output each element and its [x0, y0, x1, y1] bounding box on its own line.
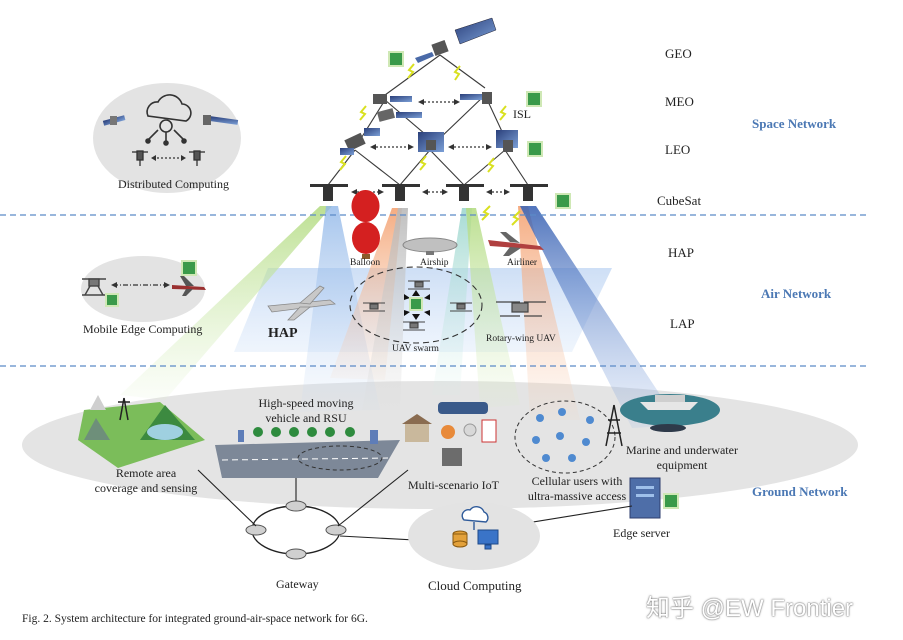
cubesat-icon: [310, 184, 348, 201]
chip-icon: [105, 293, 119, 307]
balloon-icon: [351, 190, 380, 259]
beam-blue-dark: [520, 206, 680, 428]
chip-icon: [527, 141, 543, 157]
hap-craft-label: HAP: [268, 326, 298, 341]
chip-icon: [526, 91, 542, 107]
leo-satellite-icon: [418, 132, 444, 152]
airliner-icon: [172, 276, 206, 296]
iot-label: Multi-scenario IoT: [408, 478, 499, 492]
space-network-label: Space Network: [752, 116, 837, 131]
marine-label: Marine and underwater equipment: [626, 443, 738, 472]
hap-aircraft-icon: [267, 285, 336, 321]
beam-teal: [432, 208, 472, 395]
isl-label: ISL: [513, 107, 531, 121]
airship-label: Airship: [420, 258, 449, 268]
distributed-label: Distributed Computing: [118, 177, 229, 191]
beam-gray: [362, 208, 408, 410]
drone-icon: [82, 278, 106, 296]
beam-green-2: [466, 208, 520, 408]
uav-swarm-ellipse: [349, 266, 483, 344]
cubesat-label: CubeSat: [657, 193, 702, 208]
cellular-ellipse: [514, 400, 616, 474]
drone-icon: [132, 150, 148, 166]
trees-icon: [253, 427, 355, 437]
leo-satellite-icon: [340, 128, 380, 155]
gateway-label: Gateway: [276, 577, 319, 591]
drone-icon: [189, 150, 205, 166]
geo-label: GEO: [665, 46, 692, 61]
hap-orbit-label: HAP: [668, 245, 695, 260]
cubesat-icon: [382, 184, 420, 201]
swarm-uav-icons: [363, 280, 472, 331]
antenna-tower-icon: [118, 397, 130, 421]
iot-icons: [402, 402, 497, 466]
geo-satellite-icon: [415, 17, 497, 63]
meo-label: MEO: [665, 94, 694, 109]
cellular-label: Cellular users with ultra-massive access: [527, 474, 627, 503]
beam-green: [120, 206, 332, 400]
ground-network-label: Ground Network: [752, 484, 848, 499]
swarm-arrows: [404, 290, 430, 320]
marine-icons: [620, 394, 720, 432]
distributed-ellipse: [93, 83, 241, 193]
air-network-label: Air Network: [761, 286, 832, 301]
airliner-label: Airliner: [507, 258, 538, 268]
figure-caption: Fig. 2. System architecture for integrat…: [22, 613, 368, 625]
satellite-icon: [203, 115, 239, 125]
rotary-uav-label: Rotary-wing UAV: [486, 334, 556, 344]
meo-satellite-icon: [460, 92, 492, 104]
remote-area-label: Remote area coverage and sensing: [94, 466, 198, 495]
uav-swarm-label: UAV swarm: [392, 344, 439, 354]
cubesat-icon: [510, 184, 548, 201]
leo-satellite-icon: [496, 130, 518, 152]
meo-satellite-icon: [373, 94, 422, 122]
mec-label: Mobile Edge Computing: [83, 322, 203, 336]
rsu-icon: [238, 430, 378, 444]
airliner-icon: [488, 232, 544, 256]
cloud-computing-label: Cloud Computing: [428, 578, 522, 593]
chip-icon: [663, 493, 679, 509]
remote-area-terrain: [78, 395, 205, 468]
leo-label: LEO: [665, 142, 691, 157]
cell-tower-icon: [605, 404, 623, 447]
cloud-icon: [461, 506, 489, 530]
wireless-link-icons: [339, 63, 521, 226]
database-icon: [452, 530, 468, 548]
sat-links: [327, 54, 529, 186]
rotary-uav-icon: [496, 301, 546, 317]
gateway-node-icons: [245, 500, 347, 560]
chip-icon: [388, 51, 404, 67]
balloon-label: Balloon: [350, 258, 381, 268]
watermark: 知乎 @EW Frontier: [646, 595, 854, 622]
edge-server-label: Edge server: [613, 526, 670, 540]
satellite-icon: [102, 115, 126, 126]
cubesat-icon: [446, 184, 484, 201]
chip-icon: [555, 193, 571, 209]
hsr-label: High-speed moving vehicle and RSU: [258, 396, 354, 425]
user-icons: [532, 408, 594, 462]
edge-server-icon: [629, 477, 661, 519]
vehicle-ellipse: [297, 445, 383, 471]
monitor-icon: [477, 529, 499, 550]
cloud-ellipse: [408, 502, 540, 570]
chip-icon: [409, 297, 423, 311]
airship-icon: [402, 237, 458, 255]
chip-icon: [181, 260, 197, 276]
cloud-gear-icon: [145, 94, 192, 146]
lap-orbit-label: LAP: [670, 316, 695, 331]
